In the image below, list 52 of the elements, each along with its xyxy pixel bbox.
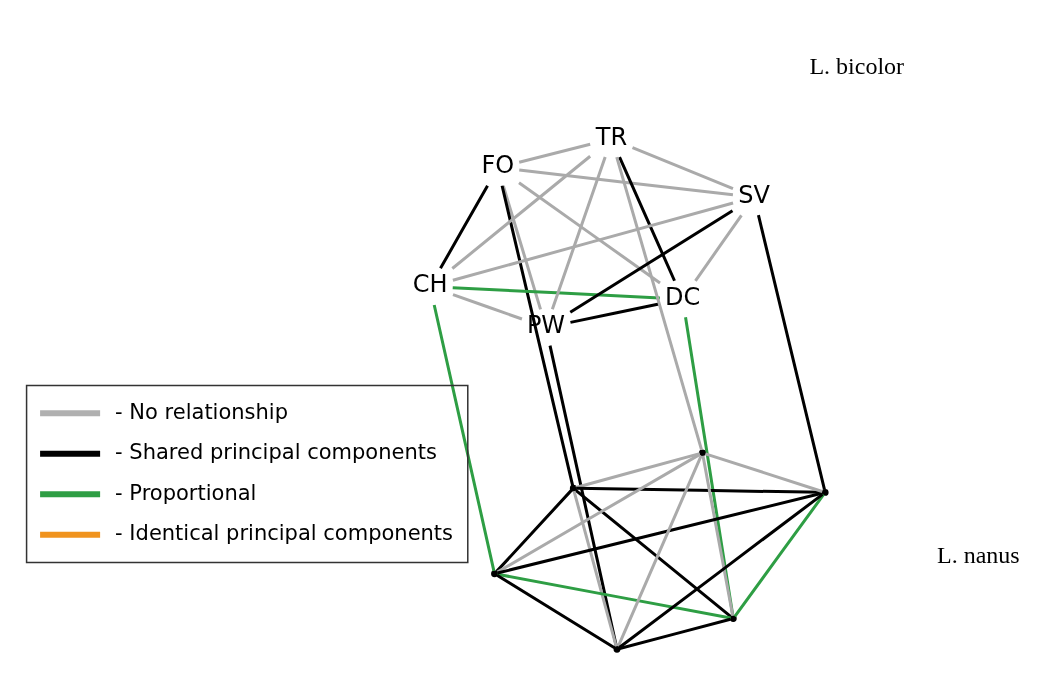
connector [519,168,734,196]
connector [497,491,823,574]
connector [452,201,734,282]
connector [574,488,732,618]
connector [518,180,661,284]
node-text: DC [665,282,701,311]
node-point [699,448,706,456]
connector [572,490,618,647]
connector [451,154,592,270]
label: L. bicolor [809,52,905,79]
connector [570,301,661,324]
node-point [729,614,737,622]
node-text: SV [738,180,770,209]
connector [705,451,823,493]
legend-label: - Proportional [115,480,257,505]
connector [452,292,523,320]
connector [619,617,731,650]
connector [548,344,618,647]
node-point [613,645,621,653]
label: L. nanus [937,541,1020,568]
connector [497,572,731,620]
connector [631,145,734,190]
node-text: CH [412,269,448,298]
connector [757,214,826,490]
connector [575,451,701,489]
connector [439,184,489,269]
legend-label: - Shared principal components [115,439,437,464]
connector [501,184,542,310]
node-point [491,569,498,577]
connector [684,316,735,616]
legend-label: - Identical principal components [115,520,454,545]
connector [500,184,575,486]
connector [694,213,743,282]
node-point [821,488,829,496]
node-text: FO [481,150,515,179]
connector [618,156,676,281]
connector [615,156,703,450]
connector [701,455,735,616]
node-text: TR [595,122,628,151]
connector [496,452,701,573]
connector [496,573,616,649]
connector [495,488,573,572]
connector [616,454,703,647]
connector [452,285,660,299]
node-point [569,484,577,492]
connector [618,492,824,649]
connector [550,156,607,310]
connector [733,493,825,617]
connector [432,304,496,571]
connector [518,142,591,164]
connector [569,208,734,313]
legend-label: - No relationship [115,399,289,424]
